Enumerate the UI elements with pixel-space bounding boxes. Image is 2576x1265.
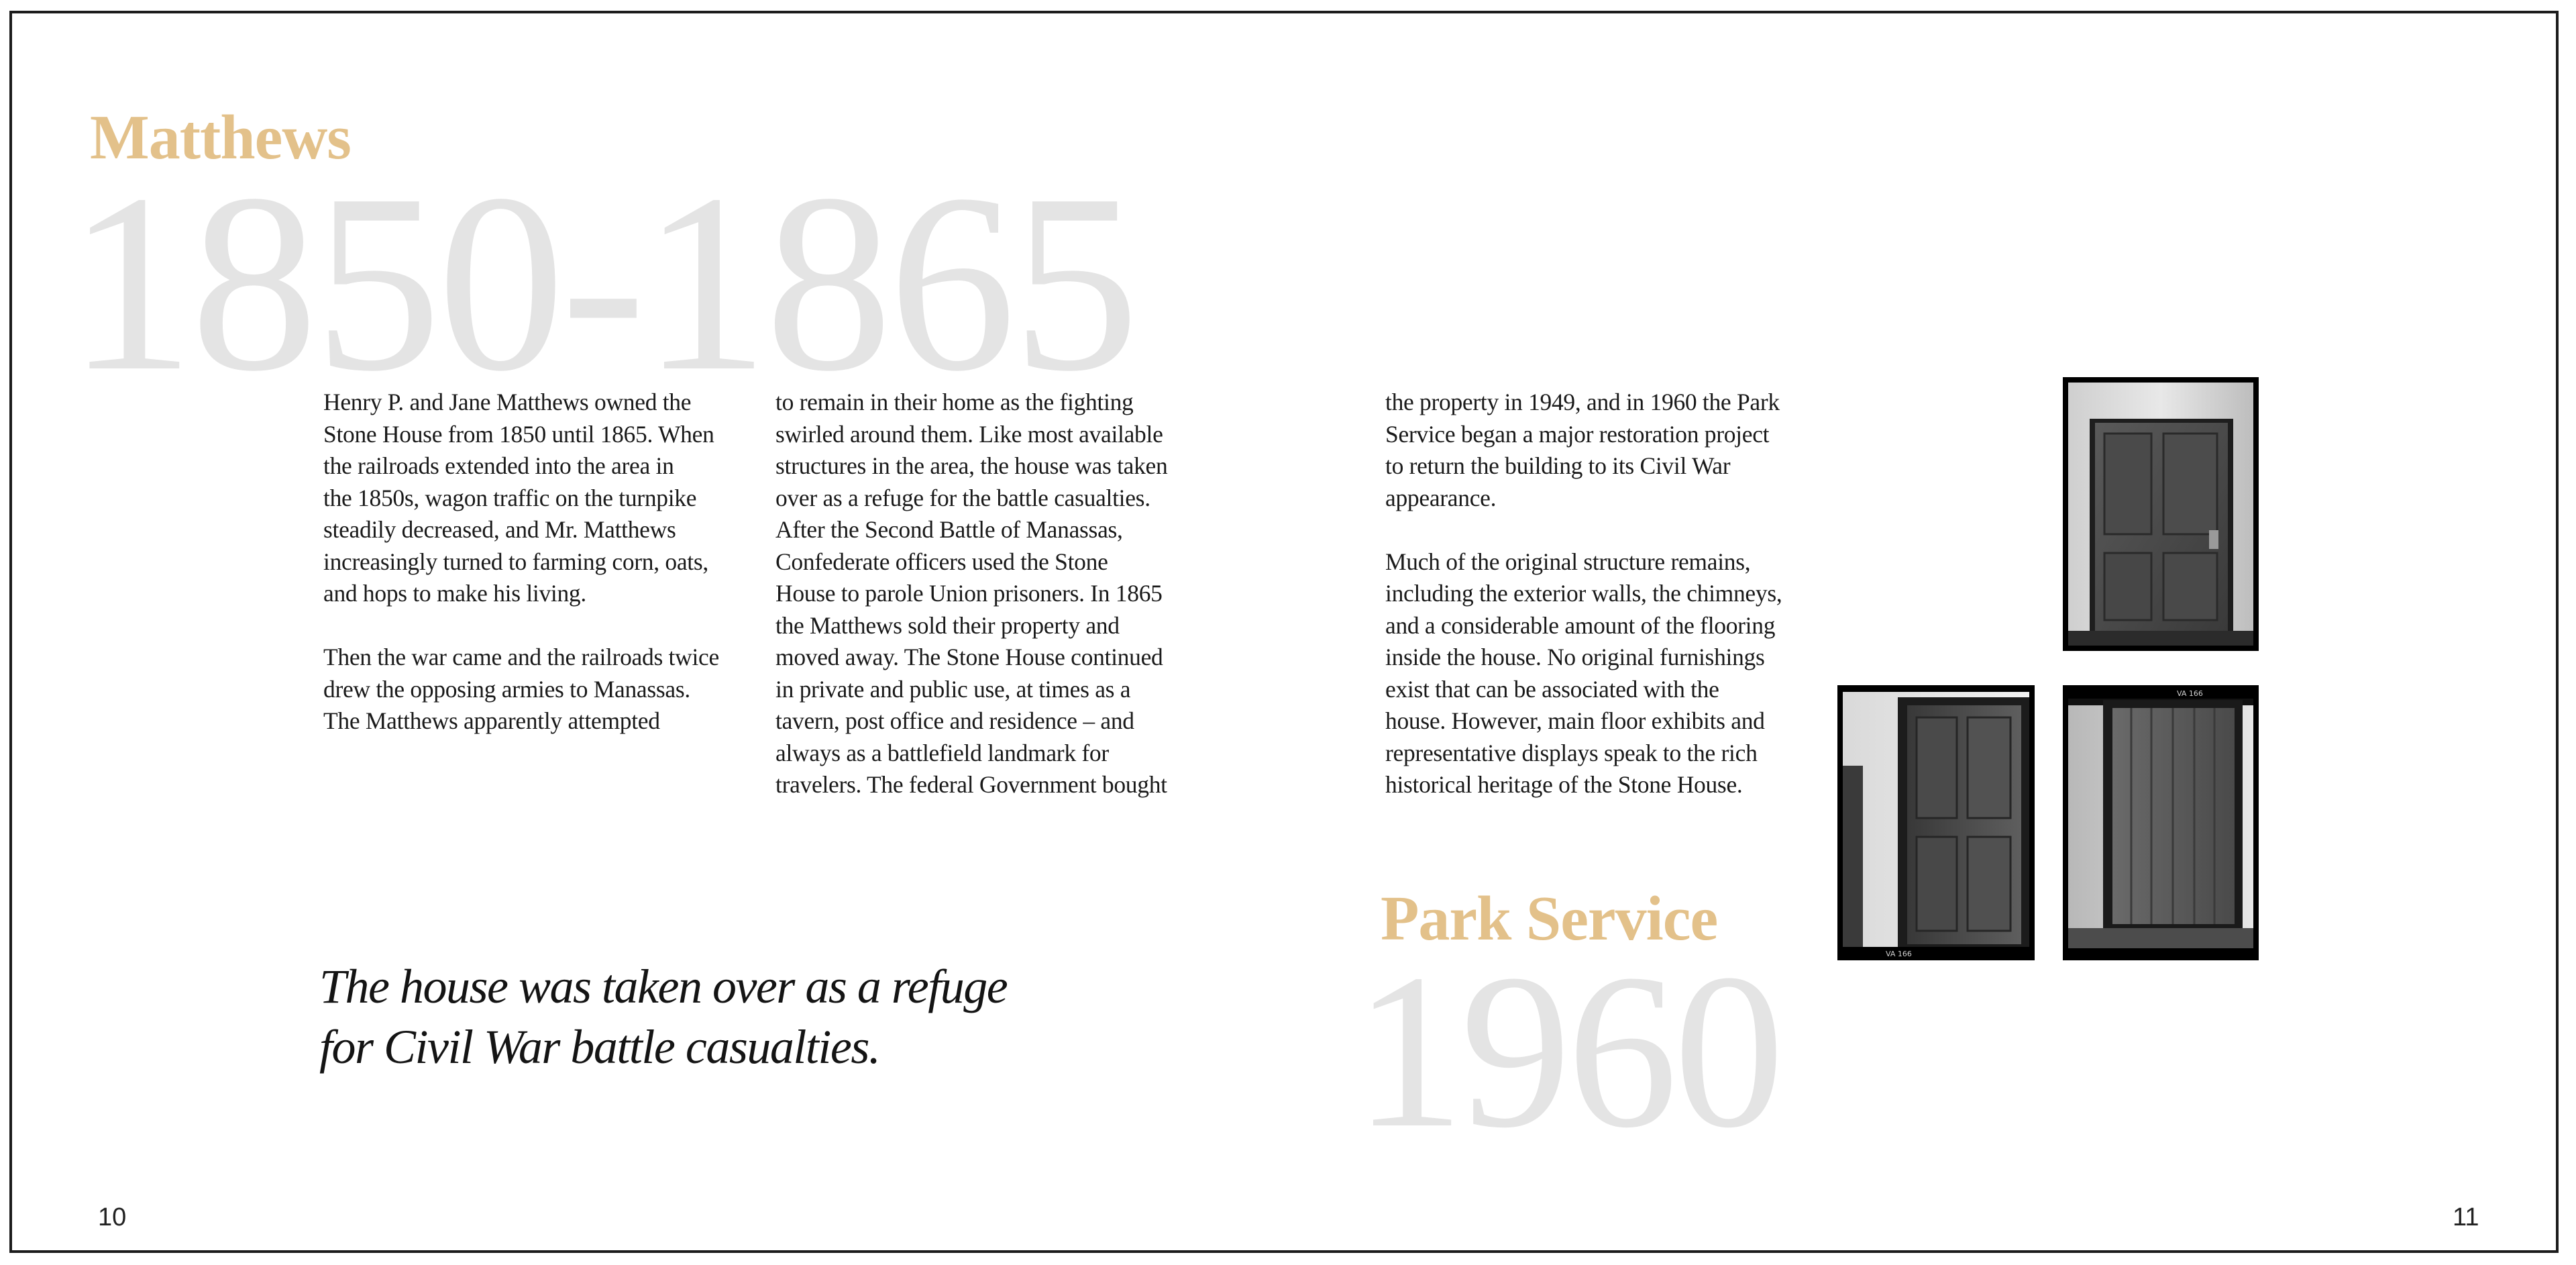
book-spread: 1850-1865 Matthews Henry P. and Jane Mat… xyxy=(9,11,2559,1253)
body-column-3: the property in 1949, and in 1960 the Pa… xyxy=(1385,389,1782,798)
background-year-left: 1850-1865 xyxy=(67,142,1140,424)
body-column-2: to remain in their home as the fighting … xyxy=(775,389,1168,798)
page-number-left: 10 xyxy=(98,1203,127,1231)
body-column-1: Henry P. and Jane Matthews owned the Sto… xyxy=(323,389,719,734)
page-number-right: 11 xyxy=(2453,1203,2479,1231)
photo-caption: VA 166 xyxy=(1886,950,1912,958)
pull-quote: The house was taken over as a refuge for… xyxy=(319,960,1008,1074)
section-title-matthews: Matthews xyxy=(90,103,352,172)
photo-caption: VA 166 xyxy=(2177,689,2203,698)
section-title-park-service: Park Service xyxy=(1381,884,1718,954)
background-year-right: 1960 xyxy=(1354,929,1784,1174)
plank-door-photo: VA 166 xyxy=(2063,685,2259,960)
open-door-photo: VA 166 xyxy=(1837,685,2035,960)
panel-door-photo xyxy=(2063,377,2259,651)
